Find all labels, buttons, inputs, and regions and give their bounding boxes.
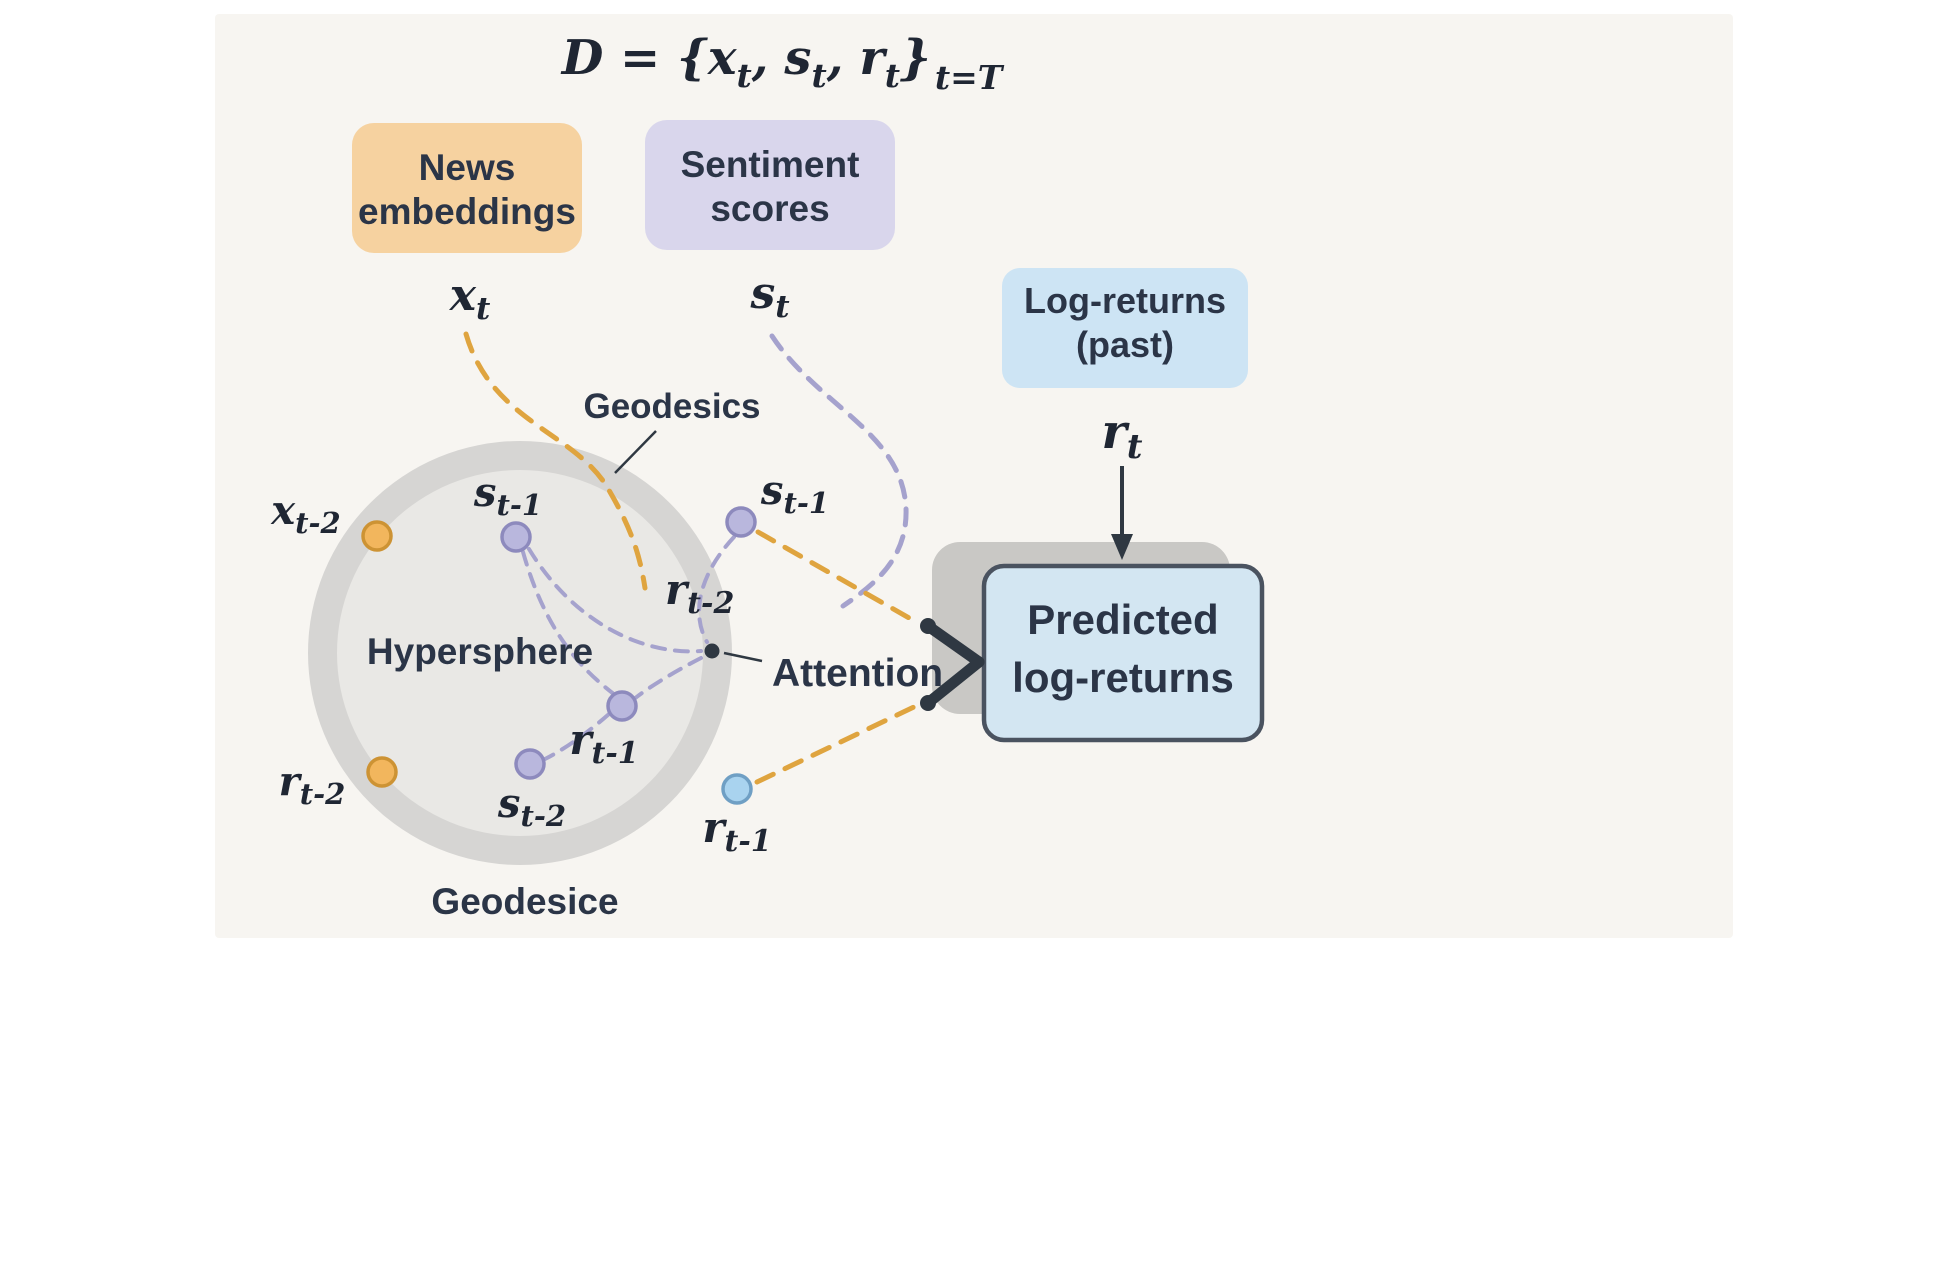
label-rt2-mid: rt-2 [665,565,734,621]
formula-x: x [707,30,738,86]
attention-dot [704,643,720,659]
geodesic-path-attention-to-rt1 [632,656,703,701]
dataset-formula: D = {xt,st,rt}t=T [560,30,1005,97]
label-st: st [749,268,790,325]
formula-s: s [783,30,811,86]
news-box-line1: News [419,147,516,188]
point-st1-left [500,521,532,553]
attention-label: Attention [772,652,943,695]
rt-arrow-head [1111,534,1133,560]
label-rt: rt [1101,404,1142,467]
junction-lower-line [922,656,985,709]
attention-pointer-line [723,651,763,663]
formula-r: r [859,30,888,86]
label-xt: xt [449,270,491,327]
geodesic-path-st1-to-rt1 [521,550,617,697]
geodesics-label: Geodesics [583,387,760,426]
sentiment-box-line1: Sentiment [681,144,860,185]
point-rt2-left [366,756,398,788]
junction-upper-endpoint [920,618,936,634]
point-st2 [514,748,546,780]
label-st2: st-2 [497,780,566,833]
junction-lower-endpoint [920,695,936,711]
point-st1-right [725,506,757,538]
news-box-line2: embeddings [358,191,576,232]
formula-close: } [900,30,931,86]
log-returns-box-line2: (past) [1076,324,1174,365]
predicted-box-line1: Predicted [1027,596,1218,643]
log-returns-box-line1: Log-returns [1024,280,1226,321]
news-embeddings-box [352,123,582,253]
geodesice-bottom-label: Geodesice [431,881,618,922]
point-rt1-bottom [721,773,753,805]
formula-comma1: , [751,30,769,86]
formula-x-sub: t [736,56,751,95]
label-rt2-left: rt-2 [279,758,346,811]
geodesic-path-st1-right-to-attention [697,535,736,644]
label-st1-right: st-1 [760,467,829,520]
log-returns-box [1002,268,1248,388]
predicted-box-line2: log-returns [1012,654,1234,701]
geodesic-path-rt1-to-st2 [543,712,611,761]
news-embedding-stream-path [463,331,648,591]
formula-index-sub: t=T [935,58,1005,97]
formula-open: D = { [560,30,708,86]
connector-st1-right-to-junction [755,529,921,626]
geodesic-path-st1-to-attention [527,547,703,654]
label-xt2: xt-2 [270,487,340,540]
formula-comma2: , [826,30,844,86]
connector-rt1-bottom-to-junction [754,702,921,785]
formula-s-sub: t [811,56,826,95]
point-rt1-mid [606,690,638,722]
label-st1-left: st-1 [473,469,542,522]
sentiment-box-line2: scores [710,188,829,229]
point-xt2 [361,520,393,552]
hypersphere-label: Hypersphere [367,631,593,672]
label-rt1-bottom: rt-1 [702,803,771,859]
sentiment-stream-path [769,333,909,609]
label-rt1-mid: rt-1 [569,715,638,771]
geodesics-pointer-line [614,430,657,474]
hypersphere-inner [337,470,703,836]
formula-r-sub: t [885,56,900,95]
junction-upper-line [922,620,985,668]
predicted-box [981,563,1265,743]
sentiment-scores-box [645,120,895,250]
